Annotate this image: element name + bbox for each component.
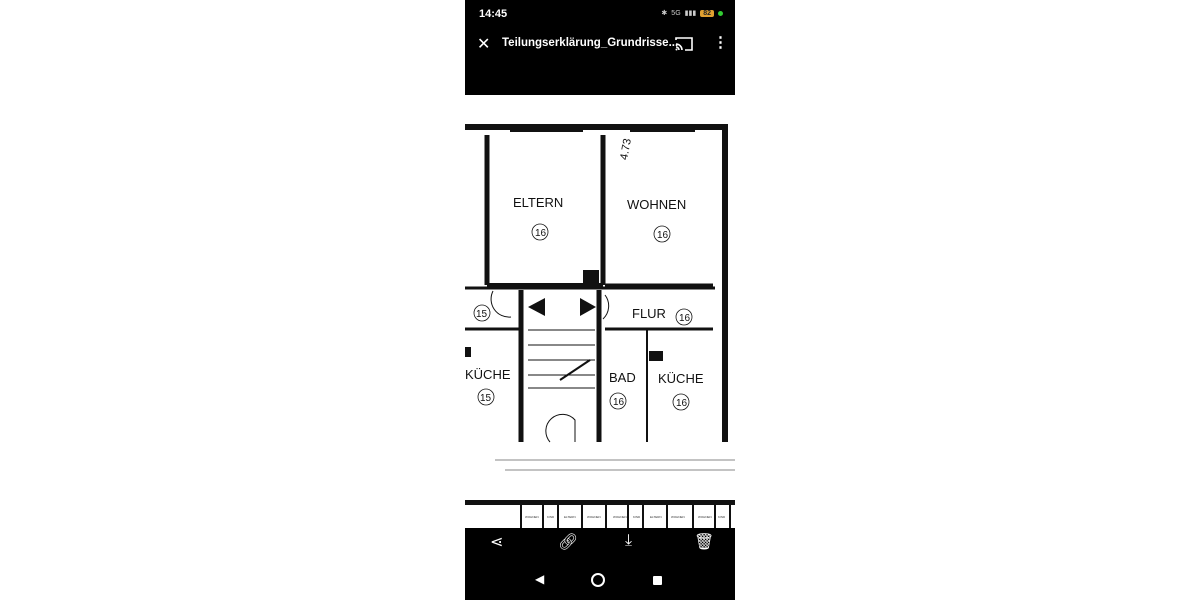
mini-label: ELTERN bbox=[564, 515, 576, 519]
cast-icon[interactable] bbox=[675, 36, 693, 51]
arrow-right-icon bbox=[580, 298, 596, 316]
mini-label: KIND bbox=[718, 515, 726, 519]
link-icon[interactable]: 🔗︎ bbox=[558, 534, 579, 551]
room-name: KÜCHE bbox=[465, 367, 511, 382]
room-number: 16 bbox=[679, 313, 691, 324]
delete-icon[interactable]: 🗑︎ bbox=[694, 534, 715, 551]
recents-icon[interactable] bbox=[653, 576, 662, 585]
room-name: ELTERN bbox=[513, 195, 563, 210]
mini-label: KIND bbox=[547, 515, 555, 519]
home-icon[interactable] bbox=[591, 573, 605, 587]
room-number: 15 bbox=[480, 393, 492, 404]
mini-label: WOHNEN bbox=[671, 515, 685, 519]
mini-label: WOHNEN bbox=[525, 515, 539, 519]
mini-label: KIND bbox=[633, 515, 641, 519]
app-bar: ✕ Teilungserklärung_Grundrisse... ⋮ bbox=[465, 28, 735, 60]
room-name: KÜCHE bbox=[658, 371, 704, 386]
bottom-action-bar: ⋖ 🔗︎ ⤓ 🗑︎ bbox=[465, 528, 735, 558]
bluetooth-icon: ✱ bbox=[661, 10, 668, 17]
mini-label: WOHNEN bbox=[587, 515, 601, 519]
dimension-label: 4.73 bbox=[618, 138, 634, 161]
room-number: 16 bbox=[613, 397, 625, 408]
download-icon[interactable]: ⤓ bbox=[625, 532, 633, 549]
battery-icon: 82 bbox=[700, 9, 714, 17]
room-number: 16 bbox=[676, 398, 688, 409]
room-name: WOHNEN bbox=[627, 197, 686, 212]
document-title: Teilungserklärung_Grundrisse... bbox=[502, 37, 679, 49]
room-number: 16 bbox=[657, 230, 669, 241]
arrow-left-icon bbox=[528, 298, 545, 316]
close-icon[interactable]: ✕ bbox=[477, 36, 491, 53]
room-name: FLUR bbox=[632, 306, 666, 321]
navigation-bar: ◀ bbox=[465, 562, 735, 600]
back-icon[interactable]: ◀ bbox=[535, 572, 545, 586]
room-number: 16 bbox=[535, 228, 547, 239]
room-number: 15 bbox=[476, 309, 488, 320]
mini-label: WOHNEN bbox=[698, 515, 712, 519]
signal-icon: ▮▮▮ bbox=[684, 10, 697, 17]
room-name: BAD bbox=[609, 370, 636, 385]
privacy-dot-icon bbox=[718, 10, 723, 16]
more-vert-icon[interactable]: ⋮ bbox=[713, 34, 728, 51]
clock: 14:45 bbox=[479, 8, 508, 20]
status-bar: 14:45 ✱ 5G ▮▮▮ 82 bbox=[465, 0, 735, 28]
share-icon[interactable]: ⋖ bbox=[490, 534, 504, 551]
network-label: 5G bbox=[671, 9, 681, 17]
phone-screen: 14:45 ✱ 5G ▮▮▮ 82 ✕ Teilungserklärung_Gr… bbox=[465, 0, 735, 600]
mini-label: WOHNEN bbox=[613, 515, 627, 519]
floorplan-image[interactable]: 4.73 ELTERN 16 WOHNEN 16 FLUR 16 15 KÜCH… bbox=[465, 95, 735, 528]
mini-label: ELTERN bbox=[650, 515, 662, 519]
